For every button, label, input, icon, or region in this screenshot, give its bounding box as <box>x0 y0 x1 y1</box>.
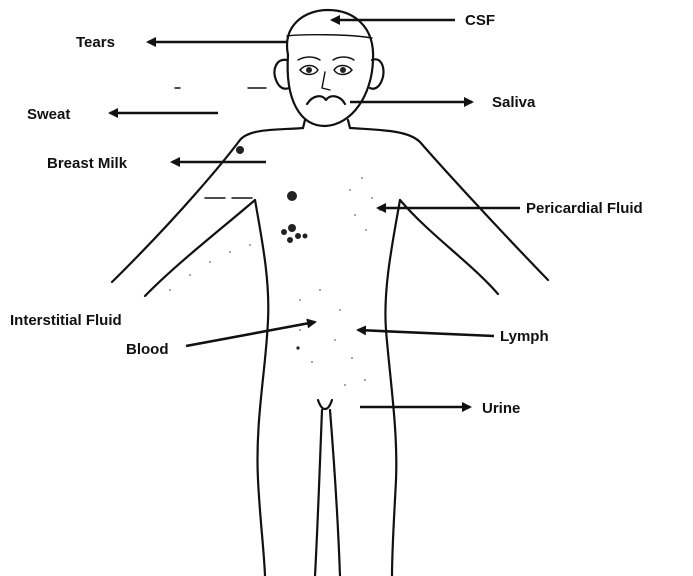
arrows <box>110 20 520 407</box>
torso-right-side <box>385 200 400 576</box>
label-tears: Tears <box>76 34 115 51</box>
blood-arrow <box>186 322 315 346</box>
right-arm-inner <box>400 200 498 294</box>
right-brow <box>333 57 354 60</box>
label-sweat: Sweat <box>27 106 70 123</box>
label-breast-milk: Breast Milk <box>47 155 128 172</box>
hairline <box>287 35 372 38</box>
left-pupil <box>306 67 312 73</box>
heart-dot <box>287 191 297 201</box>
label-pericardial-fluid: Pericardial Fluid <box>526 200 643 217</box>
labels: CSF Tears Saliva Sweat Breast Milk Peric… <box>10 12 643 417</box>
lymph-arrow <box>358 330 494 336</box>
right-pupil <box>340 67 346 73</box>
neck-right <box>348 120 350 128</box>
human-body-outline <box>112 10 548 576</box>
neck-left <box>303 120 305 128</box>
left-brow <box>298 57 320 60</box>
label-blood: Blood <box>126 341 169 358</box>
left-leg-inner <box>315 410 322 576</box>
mouth <box>307 96 345 104</box>
crotch <box>318 400 332 409</box>
torso-left-side <box>255 200 268 576</box>
right-shoulder-arm-outer <box>350 128 548 280</box>
label-urine: Urine <box>482 400 520 417</box>
label-lymph: Lymph <box>500 328 549 345</box>
left-shoulder-arm-outer <box>112 128 303 282</box>
label-csf: CSF <box>465 12 495 29</box>
nose <box>322 72 330 90</box>
left-arm-inner <box>145 200 255 296</box>
label-interstitial-fluid: Interstitial Fluid <box>10 312 122 329</box>
head-outline <box>287 10 373 126</box>
label-saliva: Saliva <box>492 94 536 111</box>
right-leg-inner <box>330 410 340 576</box>
body-markers <box>169 88 381 386</box>
